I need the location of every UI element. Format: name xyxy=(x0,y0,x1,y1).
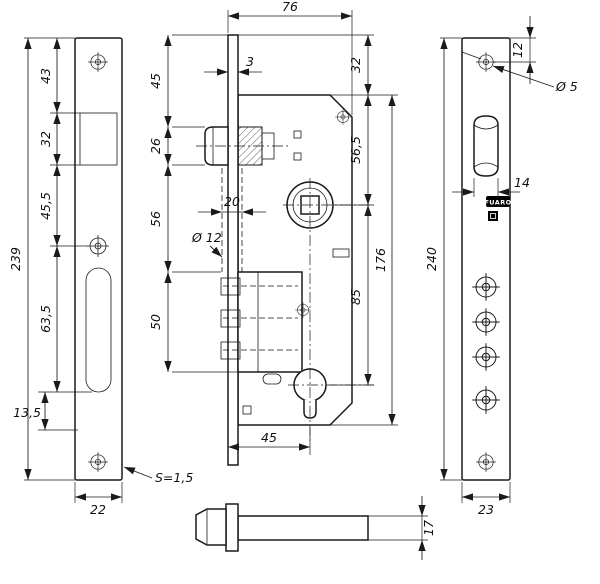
fuaro-logo-plate xyxy=(486,196,510,207)
fixing-hole xyxy=(293,130,302,139)
oval-slot xyxy=(262,373,282,385)
bottom-extension-lines xyxy=(368,515,428,541)
dim-left-seg-mid: 45,5 xyxy=(38,192,53,220)
dim-right-total-height: 240 xyxy=(424,247,439,271)
faceplate-edge xyxy=(225,503,239,552)
dim-follower-to-cylinder: 85 xyxy=(348,289,363,305)
middle-view-lock-case: 76 3 45 26 56 50 20 Ø 12 32 56,5 85 176 … xyxy=(148,0,398,466)
dim-roller-width: 14 xyxy=(514,175,530,190)
fixing-hole xyxy=(293,152,302,161)
left-dimension-lines xyxy=(24,38,153,501)
dim-latch-height: 26 xyxy=(148,138,163,154)
dim-case-height: 176 xyxy=(373,248,388,272)
dim-left-seg-latch: 32 xyxy=(38,131,53,147)
side-slot xyxy=(332,248,350,258)
middle-extension-lines xyxy=(172,10,398,455)
dim-left-plate-thickness: S=1,5 xyxy=(155,470,193,485)
faceplate-outline xyxy=(74,37,123,481)
roller-latch xyxy=(473,115,499,177)
dim-left-seg-oval: 63,5 xyxy=(38,305,53,333)
dim-hole-diameter: Ø 5 xyxy=(555,79,578,94)
dim-left-seg-top: 43 xyxy=(38,68,53,84)
deadbolt xyxy=(220,271,303,373)
dim-left-total-height: 239 xyxy=(8,247,23,271)
right-view-faceplate: FUARO xyxy=(424,16,578,517)
dim-plate-gap: 3 xyxy=(246,54,254,69)
dim-top-to-latch: 45 xyxy=(148,73,163,89)
dim-left-plate-width: 22 xyxy=(90,502,106,517)
fuaro-logo-text: FUARO xyxy=(484,199,511,207)
dim-latch-diameter: Ø 12 xyxy=(191,230,222,245)
dim-top-to-follower: 56,5 xyxy=(348,136,363,164)
case-edge xyxy=(237,515,369,541)
dim-backset: 45 xyxy=(261,430,277,445)
dim-hole-offset: 12 xyxy=(510,42,525,58)
dim-case-width: 76 xyxy=(282,0,298,14)
dim-deadbolt-height: 50 xyxy=(148,314,163,330)
faceplate-edge xyxy=(227,34,239,466)
dim-left-offset-bottom: 13,5 xyxy=(13,405,41,420)
brand-block: FUARO xyxy=(484,196,511,221)
bottom-view-latch: 17 xyxy=(195,496,436,560)
fixing-hole xyxy=(242,405,252,415)
latch-bevel xyxy=(195,508,227,546)
dim-latch-depth: 17 xyxy=(421,520,436,536)
dim-latch-to-deadbolt: 56 xyxy=(148,211,163,227)
dim-right-plate-width: 23 xyxy=(478,502,494,517)
fuaro-logo-mark-icon xyxy=(488,211,498,221)
dim-hole-spacing: 20 xyxy=(224,194,240,209)
dim-top-offset: 32 xyxy=(348,57,363,73)
middle-dimension-lines xyxy=(164,12,396,451)
left-view-faceplate: 239 43 32 45,5 63,5 13,5 22 S=1,5 xyxy=(8,37,193,517)
left-extension-lines xyxy=(24,37,123,503)
latch-cutout xyxy=(79,112,118,166)
deadbolt-oval-cutout xyxy=(85,267,112,393)
right-dimension-lines xyxy=(440,16,555,501)
